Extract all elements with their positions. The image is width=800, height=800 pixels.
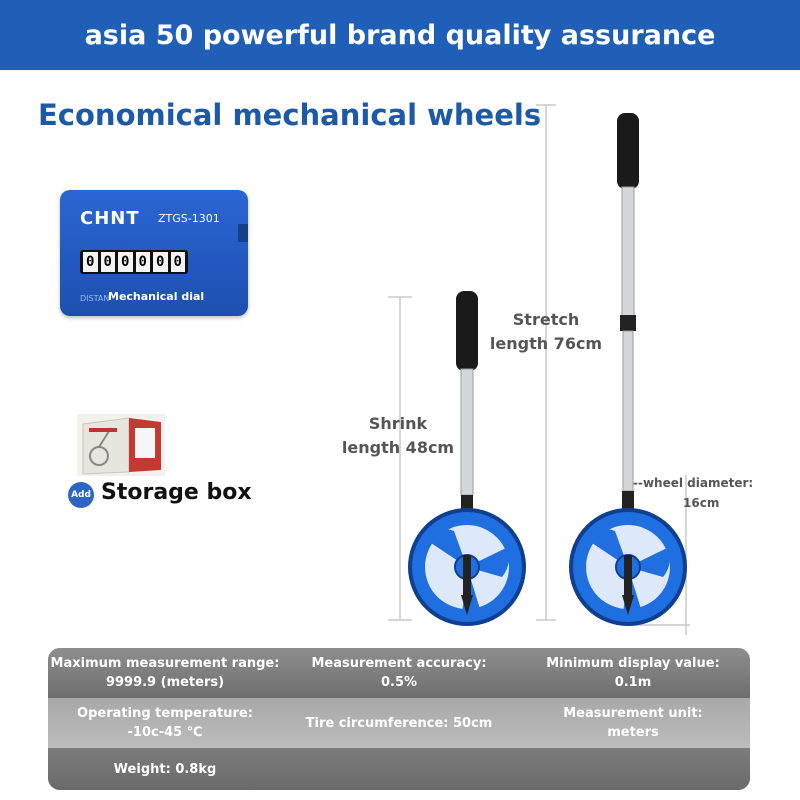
product-subtitle: Economical mechanical wheels xyxy=(38,98,542,132)
spec-accuracy-label: Measurement accuracy: xyxy=(311,656,487,671)
banner-title: asia 50 powerful brand quality assurance xyxy=(84,19,716,51)
wheel-diameter-line1: --wheel diameter: xyxy=(633,476,754,490)
spec-max-range: Maximum measurement range: 9999.9 (meter… xyxy=(48,648,282,698)
dial-counter: 0 0 0 0 0 0 xyxy=(80,250,188,274)
spec-unit-label: Measurement unit: xyxy=(563,706,703,721)
spec-weight: Weight: 0.8kg xyxy=(48,748,282,790)
spec-unit: Measurement unit: meters xyxy=(516,698,750,748)
wheel-diameter-label: wheel diameter: xyxy=(642,476,754,490)
spec-row: Operating temperature: -10c-45 ℃ Tire ci… xyxy=(48,698,750,748)
add-badge-icon: Add xyxy=(68,482,94,508)
dial-side-button xyxy=(238,224,248,242)
mechanical-dial-image: CHNT ZTGS-1301 0 0 0 0 0 0 DISTAN Mechan… xyxy=(60,190,248,316)
spec-temperature-label: Operating temperature: xyxy=(77,706,253,721)
spec-temperature-value: -10c-45 ℃ xyxy=(127,725,203,740)
shrunk-wheel xyxy=(408,291,526,626)
wheel-diameter-line2: 16cm xyxy=(683,496,720,510)
dial-digit: 0 xyxy=(83,252,98,272)
add-badge-text: Add xyxy=(71,490,91,500)
storage-box-image xyxy=(77,414,165,476)
dial-digit: 0 xyxy=(135,252,150,272)
dial-digit: 0 xyxy=(153,252,168,272)
spec-tire: Tire circumference: 50cm xyxy=(282,698,516,748)
spec-unit-value: meters xyxy=(607,725,659,740)
dial-brand: CHNT xyxy=(80,208,140,229)
stretch-callout: Stretch length 76cm xyxy=(486,308,606,356)
shrink-callout-line1: Shrink xyxy=(368,414,428,433)
dial-model: ZTGS-1301 xyxy=(158,212,220,225)
spec-min-display-value: 0.1m xyxy=(614,675,652,690)
spec-tire-label: Tire circumference: 50cm xyxy=(305,715,493,731)
spec-min-display-label: Minimum display value: xyxy=(546,656,720,671)
specifications-panel: Maximum measurement range: 9999.9 (meter… xyxy=(48,648,750,790)
spec-accuracy: Measurement accuracy: 0.5% xyxy=(282,648,516,698)
wheel-diameter-callout: --wheel diameter: 16cm xyxy=(633,473,783,513)
dial-small-text: DISTAN xyxy=(80,294,110,303)
stretch-callout-line1: Stretch xyxy=(512,310,580,329)
spec-row: Maximum measurement range: 9999.9 (meter… xyxy=(48,648,750,698)
spec-accuracy-value: 0.5% xyxy=(380,675,418,690)
dial-digit: 0 xyxy=(170,252,185,272)
stretch-callout-line2: length 76cm xyxy=(489,334,603,353)
spec-row: Weight: 0.8kg xyxy=(48,748,750,790)
storage-box-label: Storage box xyxy=(101,480,252,505)
top-banner: asia 50 powerful brand quality assurance xyxy=(0,0,800,70)
spec-max-range-value: 9999.9 (meters) xyxy=(105,675,225,690)
shrink-callout-line2: length 48cm xyxy=(341,438,455,457)
stretched-wheel xyxy=(569,113,687,626)
spec-max-range-label: Maximum measurement range: xyxy=(50,656,280,671)
spec-temperature: Operating temperature: -10c-45 ℃ xyxy=(48,698,282,748)
shrink-callout: Shrink length 48cm xyxy=(336,412,460,460)
dial-digit: 0 xyxy=(100,252,115,272)
dial-caption: Mechanical dial xyxy=(108,290,205,303)
spec-min-display: Minimum display value: 0.1m xyxy=(516,648,750,698)
dial-digit: 0 xyxy=(118,252,133,272)
spec-weight-label: Weight: 0.8kg xyxy=(113,761,217,777)
measuring-wheels-illustration xyxy=(388,104,690,635)
